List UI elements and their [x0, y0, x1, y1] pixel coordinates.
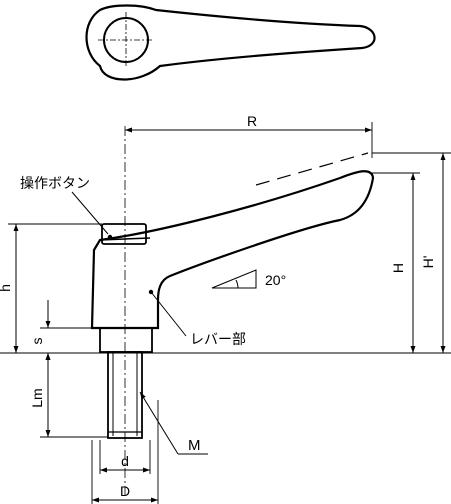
button-dot — [107, 234, 113, 240]
label-angle: 20° — [265, 272, 286, 288]
leader-lever — [150, 291, 187, 337]
angle-arc — [235, 279, 239, 289]
label-D: D — [120, 483, 130, 499]
leader-M — [139, 391, 179, 455]
lever-top-view — [85, 4, 376, 81]
label-H-prime: H' — [420, 256, 436, 269]
label-H: H — [390, 263, 406, 273]
angle-symbol — [211, 269, 257, 289]
label-operating-button: 操作ボタン — [20, 175, 90, 191]
label-h: h — [0, 284, 13, 292]
lever-body — [90, 170, 375, 330]
label-M: M — [188, 437, 201, 454]
angle-triangle — [211, 269, 257, 289]
hub-top-edge — [99, 237, 151, 241]
leader-lines — [71, 191, 208, 455]
alternate-position-line — [255, 152, 369, 186]
label-s: s — [29, 338, 45, 345]
collar — [99, 327, 153, 353]
leader-button — [71, 191, 109, 235]
label-lever-part: レバー部 — [190, 331, 246, 347]
label-Lm: Lm — [29, 388, 45, 407]
dimension-lines — [13, 127, 446, 503]
label-R: R — [247, 113, 257, 129]
operating-button — [101, 223, 147, 245]
labels: R H H' h s Lm M d D 20° 操作ボタン レバー部 — [0, 113, 436, 499]
label-d: d — [121, 453, 129, 469]
lever-side-view — [90, 126, 375, 498]
